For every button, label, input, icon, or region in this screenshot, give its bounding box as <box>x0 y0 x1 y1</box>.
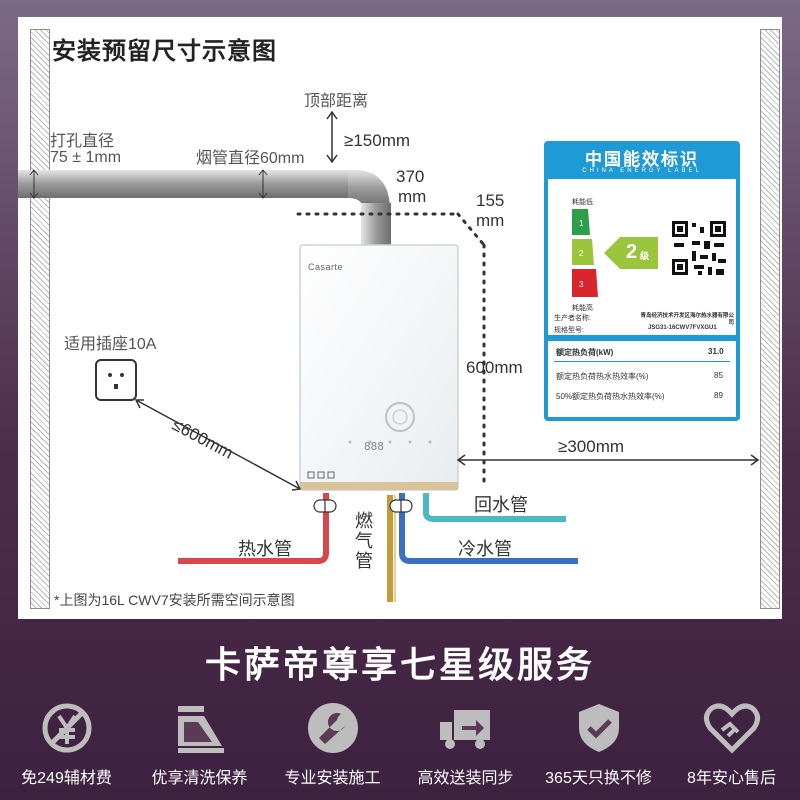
height-600: 600mm <box>466 358 523 377</box>
hot-water-pipe <box>178 493 329 564</box>
footnote: *上图为16L CWV7安装所需空间示意图 <box>54 592 295 608</box>
service-label: 优享清洗保养 <box>151 770 248 787</box>
flue-diameter-label: 烟管直径60mm <box>196 150 305 167</box>
service-label: 高效送装同步 <box>417 770 514 787</box>
service-label: 8年安心售后 <box>687 770 776 787</box>
high-consumption-label: 耗能高 <box>572 305 593 312</box>
water-heater-body <box>299 244 459 491</box>
grade-badge: 2 <box>626 241 638 263</box>
grade-1: 1 <box>579 219 584 228</box>
grade-3: 3 <box>579 280 584 289</box>
grade-unit: 级 <box>640 251 650 261</box>
service-label: 专业安装施工 <box>284 770 381 787</box>
right-wall <box>760 29 780 609</box>
efficiency-50-value: 89 <box>714 391 723 400</box>
gas-pipe-label: 燃气管 <box>353 511 373 571</box>
flue-pipe-horizontal <box>18 170 353 198</box>
no-fee-icon <box>42 703 91 753</box>
service-item-aftersales: 8年安心售后 <box>665 700 798 788</box>
installation-diagram-card: 安装预留尺寸示意图 <box>18 17 782 619</box>
flue-pipe-vertical <box>361 203 391 248</box>
service-label: 免249辅材费 <box>21 770 112 787</box>
diagram-title: 安装预留尺寸示意图 <box>52 38 277 65</box>
rated-load-value: 31.0 <box>708 347 724 356</box>
shield-check-icon <box>578 704 619 752</box>
energy-label-grade-panel: 耗能低 1 2 3 2 级 <box>548 179 736 335</box>
dim-370: 370 <box>396 167 425 186</box>
side-300: ≥300mm <box>558 437 625 456</box>
top-distance-label: 顶部距离 <box>304 93 369 110</box>
low-consumption-label: 耗能低 <box>572 199 593 206</box>
dim-155: 155 <box>476 191 505 210</box>
service-item-delivery: 高效送装同步 <box>399 700 532 788</box>
rated-load-label: 额定热负荷(kW) <box>556 348 614 357</box>
return-pipe-label: 回水管 <box>474 495 528 515</box>
efficiency-50-label: 50%额定热负荷热水热效率(%) <box>556 392 665 401</box>
dim-155-unit: mm <box>476 211 505 230</box>
grade-bars: 1 2 3 <box>572 209 658 297</box>
cleaning-icon <box>177 706 224 753</box>
energy-label-header: 中国能效标识 <box>585 150 699 169</box>
cold-water-pipe <box>399 493 578 564</box>
heater-display: 888 <box>364 440 384 453</box>
water-heater-base <box>300 482 458 490</box>
wall-socket <box>95 359 137 401</box>
service-item-no-fee: 免249辅材费 <box>0 700 133 788</box>
return-water-pipe <box>423 493 566 522</box>
manufacturer-value: 青岛经济技术开发区海尔热水器有限公司 <box>640 313 734 326</box>
top-distance-value: ≥150mm <box>344 131 411 150</box>
energy-label: 中国能效标识 CHINA ENERGY LABEL 耗能低 1 2 3 2 级 <box>544 141 740 421</box>
service-label: 365天只换不修 <box>545 770 652 787</box>
efficiency-rated-value: 85 <box>714 371 723 380</box>
grade-2: 2 <box>579 249 584 258</box>
delivery-truck-icon <box>439 710 490 749</box>
flue-pipe-elbow <box>348 169 390 207</box>
hole-diameter-label: 打孔直径 <box>50 133 115 150</box>
energy-label-subheader: CHINA ENERGY LABEL <box>582 168 702 174</box>
services-title: 卡萨帝尊享七星级服务 <box>204 644 595 685</box>
hot-pipe-label: 热水管 <box>238 539 292 559</box>
service-item-cleaning: 优享清洗保养 <box>133 700 266 788</box>
qr-code-icon <box>670 219 728 277</box>
brand-logo: Casarte <box>308 262 344 272</box>
hole-diameter-value: 75 ± 1mm <box>50 149 122 166</box>
handshake-icon <box>703 703 760 754</box>
model-label: 规格型号: <box>554 327 584 334</box>
model-value: JSG31-16CWV7FVXGU1 <box>648 325 717 331</box>
service-item-replace: 365天只换不修 <box>532 700 665 788</box>
efficiency-rated-label: 额定热负荷热水热效率(%) <box>556 372 649 381</box>
manufacturer-label: 生产者名称: <box>554 315 591 322</box>
wrench-icon <box>307 703 358 753</box>
socket-label: 适用插座10A <box>64 336 157 353</box>
diagram-drawing <box>18 110 760 602</box>
dim-370-unit: mm <box>398 187 427 206</box>
service-item-install: 专业安装施工 <box>266 700 399 788</box>
cold-pipe-label: 冷水管 <box>458 539 512 559</box>
energy-label-specs: 额定热负荷(kW) 31.0 额定热负荷热水热效率(%) 85 50%额定热负荷… <box>548 341 736 417</box>
